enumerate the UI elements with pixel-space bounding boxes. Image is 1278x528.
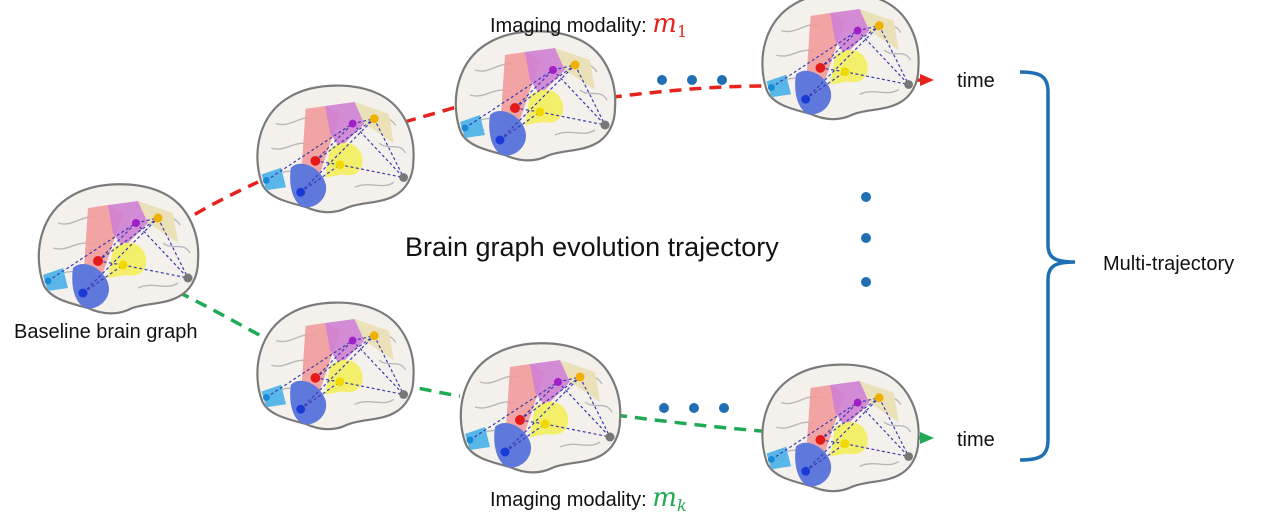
bottom-brain-graph-icon-2 [459, 342, 622, 474]
bottom-trajectory-arrowhead [920, 432, 934, 444]
bottom-ellipsis [659, 403, 729, 413]
baseline-brain-graph-icon [37, 183, 200, 315]
bottom-trajectory-segment-3 [614, 413, 776, 434]
time-label-bottom: time [957, 429, 995, 451]
time-label-top: time [957, 70, 995, 92]
bottom-modality-label: Imaging modality: mk [490, 483, 687, 515]
bottom-brain-graph-icon-3 [761, 363, 920, 493]
baseline-label: Baseline brain graph [14, 321, 197, 343]
top-modality-label: Imaging modality: m1 [490, 9, 687, 41]
bottom-trajectory-segment-1 [177, 290, 266, 340]
top-trajectory-arrowhead [920, 74, 934, 86]
top-brain-graph-icon-2 [454, 30, 617, 162]
multi-trajectory-label: Multi-trajectory [1103, 253, 1234, 275]
center-title: Brain graph evolution trajectory [405, 232, 779, 262]
top-brain-graph-icon-1 [256, 84, 415, 214]
top-brain-graph-icon-3 [761, 0, 920, 121]
top-ellipsis [657, 75, 727, 85]
vertical-ellipsis [861, 192, 871, 287]
multi-trajectory-brace [1019, 70, 1076, 462]
bottom-brain-graph-icon-1 [256, 301, 415, 431]
